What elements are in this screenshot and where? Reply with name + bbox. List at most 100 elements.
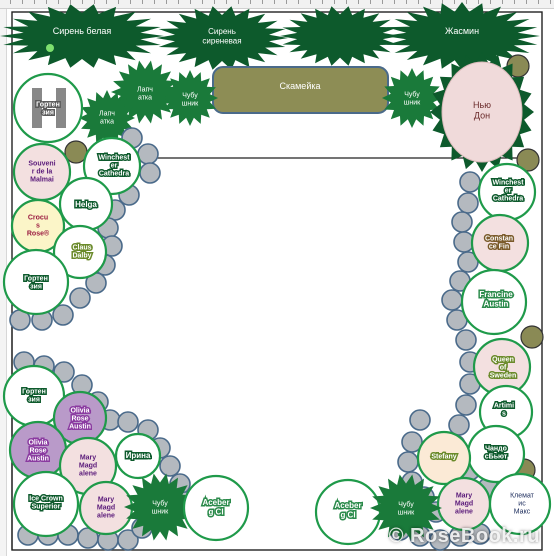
chubushnik-shrub-4[interactable] (370, 474, 442, 542)
ruler-tick (142, 0, 143, 4)
path-stone (441, 289, 463, 311)
irina-label: Ирина (126, 451, 151, 460)
path-stone (455, 329, 477, 351)
path-stone (459, 171, 481, 193)
rose-gortenzia-2[interactable] (2, 248, 70, 316)
rose-irina[interactable] (114, 432, 162, 480)
ruler-tick (502, 0, 503, 4)
ruler-tick (514, 0, 515, 4)
gortenzia-mark (32, 88, 42, 128)
horizontal-ruler (0, 0, 554, 9)
jasmine-shrub[interactable] (384, 2, 540, 70)
ruler-tick (190, 0, 191, 4)
rose-nyu-don[interactable] (441, 61, 523, 163)
path-stone (52, 304, 74, 326)
ruler-tick (406, 0, 407, 4)
path-stone (69, 287, 91, 309)
rose-aceberg-left[interactable] (182, 474, 250, 542)
rose-clematis[interactable] (488, 472, 552, 536)
path-stone (455, 394, 477, 416)
ruler-tick (22, 0, 23, 4)
ruler-tick (106, 0, 107, 4)
ruler-tick (118, 0, 119, 4)
ruler-tick (334, 0, 335, 4)
ruler-tick (250, 0, 251, 4)
chubushnik-shrub-3[interactable] (124, 473, 196, 541)
ruler-tick (214, 0, 215, 4)
ruler-tick (166, 0, 167, 4)
ruler-tick (46, 0, 47, 4)
ruler-tick (154, 0, 155, 4)
ruler-tick (58, 0, 59, 4)
ruler-tick (538, 0, 539, 4)
rose-claus[interactable] (52, 224, 108, 280)
lilac-white-shrub[interactable] (0, 4, 164, 68)
rose-stefany[interactable] (416, 430, 472, 486)
ruler-tick (490, 0, 491, 4)
path-stone (139, 162, 161, 184)
helga-label: Helga (75, 200, 97, 209)
rose-ice-crown[interactable] (12, 470, 80, 538)
ruler-tick (370, 0, 371, 4)
ruler-tick (382, 0, 383, 4)
ruler-tick (430, 0, 431, 4)
lapchatka-shrub-2[interactable] (79, 90, 135, 146)
bench-label: Скамейка (279, 81, 320, 91)
ruler-tick (478, 0, 479, 4)
hedge-shrub[interactable] (280, 6, 400, 66)
ruler-tick (70, 0, 71, 4)
ruler-tick (82, 0, 83, 4)
ruler-tick (526, 0, 527, 4)
jasmine-label: Жасмин (445, 26, 479, 36)
ruler-tick (418, 0, 419, 4)
path-stone (457, 192, 479, 214)
marker-circle (516, 148, 540, 172)
path-stone (117, 529, 139, 551)
rose-francine[interactable] (460, 268, 528, 336)
ruler-tick (238, 0, 239, 4)
lilac-shrub[interactable] (156, 6, 288, 70)
ruler-tick (262, 0, 263, 4)
ruler-tick (226, 0, 227, 4)
ruler-tick (286, 0, 287, 4)
chubushnik-shrub-1[interactable] (162, 70, 218, 126)
ruler-tick (178, 0, 179, 4)
ruler-tick (394, 0, 395, 4)
lilac-dot (46, 44, 54, 52)
path-stone (409, 409, 431, 431)
ruler-tick (466, 0, 467, 4)
chubushnik-shrub-2[interactable] (382, 68, 442, 128)
ruler-tick (94, 0, 95, 4)
ruler-tick (10, 0, 11, 4)
ruler-tick (298, 0, 299, 4)
ruler-tick (442, 0, 443, 4)
lilac-white-label: Сирень белая (53, 26, 112, 36)
ruler-tick (310, 0, 311, 4)
ruler-tick (34, 0, 35, 4)
